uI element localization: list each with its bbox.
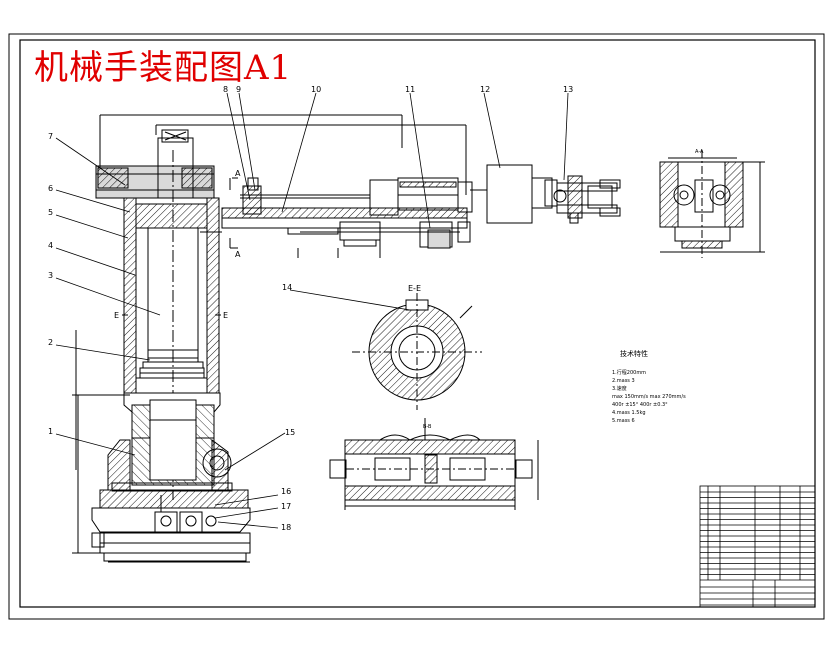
part-number-16: 16 — [281, 487, 291, 496]
section-label-e-right: E — [223, 311, 228, 320]
leader-lines — [55, 92, 569, 529]
part-number-10: 10 — [311, 85, 321, 94]
drawing-title: 机械手装配图A1 — [34, 48, 293, 88]
part-number-15: 15 — [285, 428, 295, 437]
part-number-6: 6 — [48, 184, 53, 193]
tech-note-line: 4.mass 1.5kg — [612, 410, 646, 416]
technical-notes: 技术特性 1.行程200mm 2.mass 3 3.速度 max 150mm/s… — [612, 349, 686, 424]
inner-border — [19, 39, 816, 608]
ee-section-view — [352, 293, 482, 410]
section-label-a-upper: A — [235, 169, 241, 178]
section-labels: A-A A A E-E E E B-B — [114, 149, 704, 430]
part-number-18: 18 — [281, 523, 291, 532]
tech-note-line: 5.mass 6 — [612, 418, 635, 424]
part-number-8: 8 — [223, 85, 228, 94]
tech-note-line: 400r ±15° 400r ±0.3° — [612, 402, 668, 408]
section-label-ee: E-E — [408, 284, 421, 293]
part-number-2: 2 — [48, 338, 53, 347]
part-number-1: 1 — [48, 427, 53, 436]
part-number-17: 17 — [281, 502, 291, 511]
tech-note-line: 2.mass 3 — [612, 378, 635, 384]
tech-note-line: max 150mm/s max 270mm/s — [612, 394, 686, 400]
tech-note-line: 1.行程200mm — [612, 369, 646, 376]
part-number-9: 9 — [236, 85, 241, 94]
tech-note-line: 3.速度 — [612, 385, 627, 392]
bb-section-view — [329, 418, 539, 510]
section-label-a-lower: A — [235, 250, 241, 259]
tech-notes-heading: 技术特性 — [620, 349, 648, 358]
part-number-13: 13 — [563, 85, 573, 94]
section-label-aa: A-A — [695, 149, 704, 155]
part-number-5: 5 — [48, 208, 53, 217]
part-number-3: 3 — [48, 271, 53, 280]
part-number-11: 11 — [405, 85, 415, 94]
column-assembly-view — [72, 129, 251, 563]
section-label-bb: B-B — [423, 424, 432, 430]
arm-assembly-view — [99, 114, 621, 258]
part-number-labels: 7 6 5 4 3 2 1 8 9 10 11 12 13 14 15 16 1… — [48, 85, 573, 532]
part-number-4: 4 — [48, 241, 53, 250]
part-number-14: 14 — [282, 283, 292, 292]
aa-section-view — [659, 150, 765, 258]
section-label-e-left: E — [114, 311, 119, 320]
part-number-12: 12 — [480, 85, 490, 94]
title-block — [699, 485, 816, 608]
outer-border — [8, 33, 825, 620]
part-number-7: 7 — [48, 132, 53, 141]
